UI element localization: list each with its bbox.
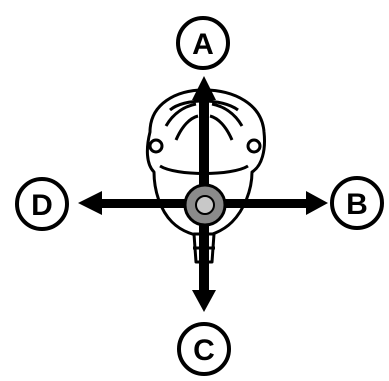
label-d-circle	[15, 177, 69, 231]
device-panel-mid-left	[174, 114, 199, 141]
label-a-circle	[176, 16, 230, 70]
device-panel-left	[164, 102, 197, 127]
label-a-text: A	[192, 28, 214, 61]
arrow-right	[220, 191, 328, 215]
arrow-down	[192, 220, 216, 312]
center-button-inner	[195, 195, 215, 215]
label-c-circle	[177, 322, 231, 376]
label-c: C	[177, 322, 231, 376]
label-b: B	[330, 176, 384, 230]
device-panel-mid-right	[209, 114, 234, 141]
center-button	[183, 183, 227, 227]
screw-right	[246, 138, 262, 154]
label-a: A	[176, 16, 230, 70]
device-panel-right	[211, 102, 244, 127]
arrow-up	[192, 76, 216, 188]
arrows	[78, 76, 328, 312]
label-c-text: C	[193, 334, 215, 367]
screw-left	[148, 138, 164, 154]
label-d-text: D	[31, 189, 53, 222]
label-b-circle	[330, 176, 384, 230]
arrow-left	[78, 191, 188, 215]
label-b-text: B	[346, 188, 368, 221]
label-d: D	[15, 177, 69, 231]
